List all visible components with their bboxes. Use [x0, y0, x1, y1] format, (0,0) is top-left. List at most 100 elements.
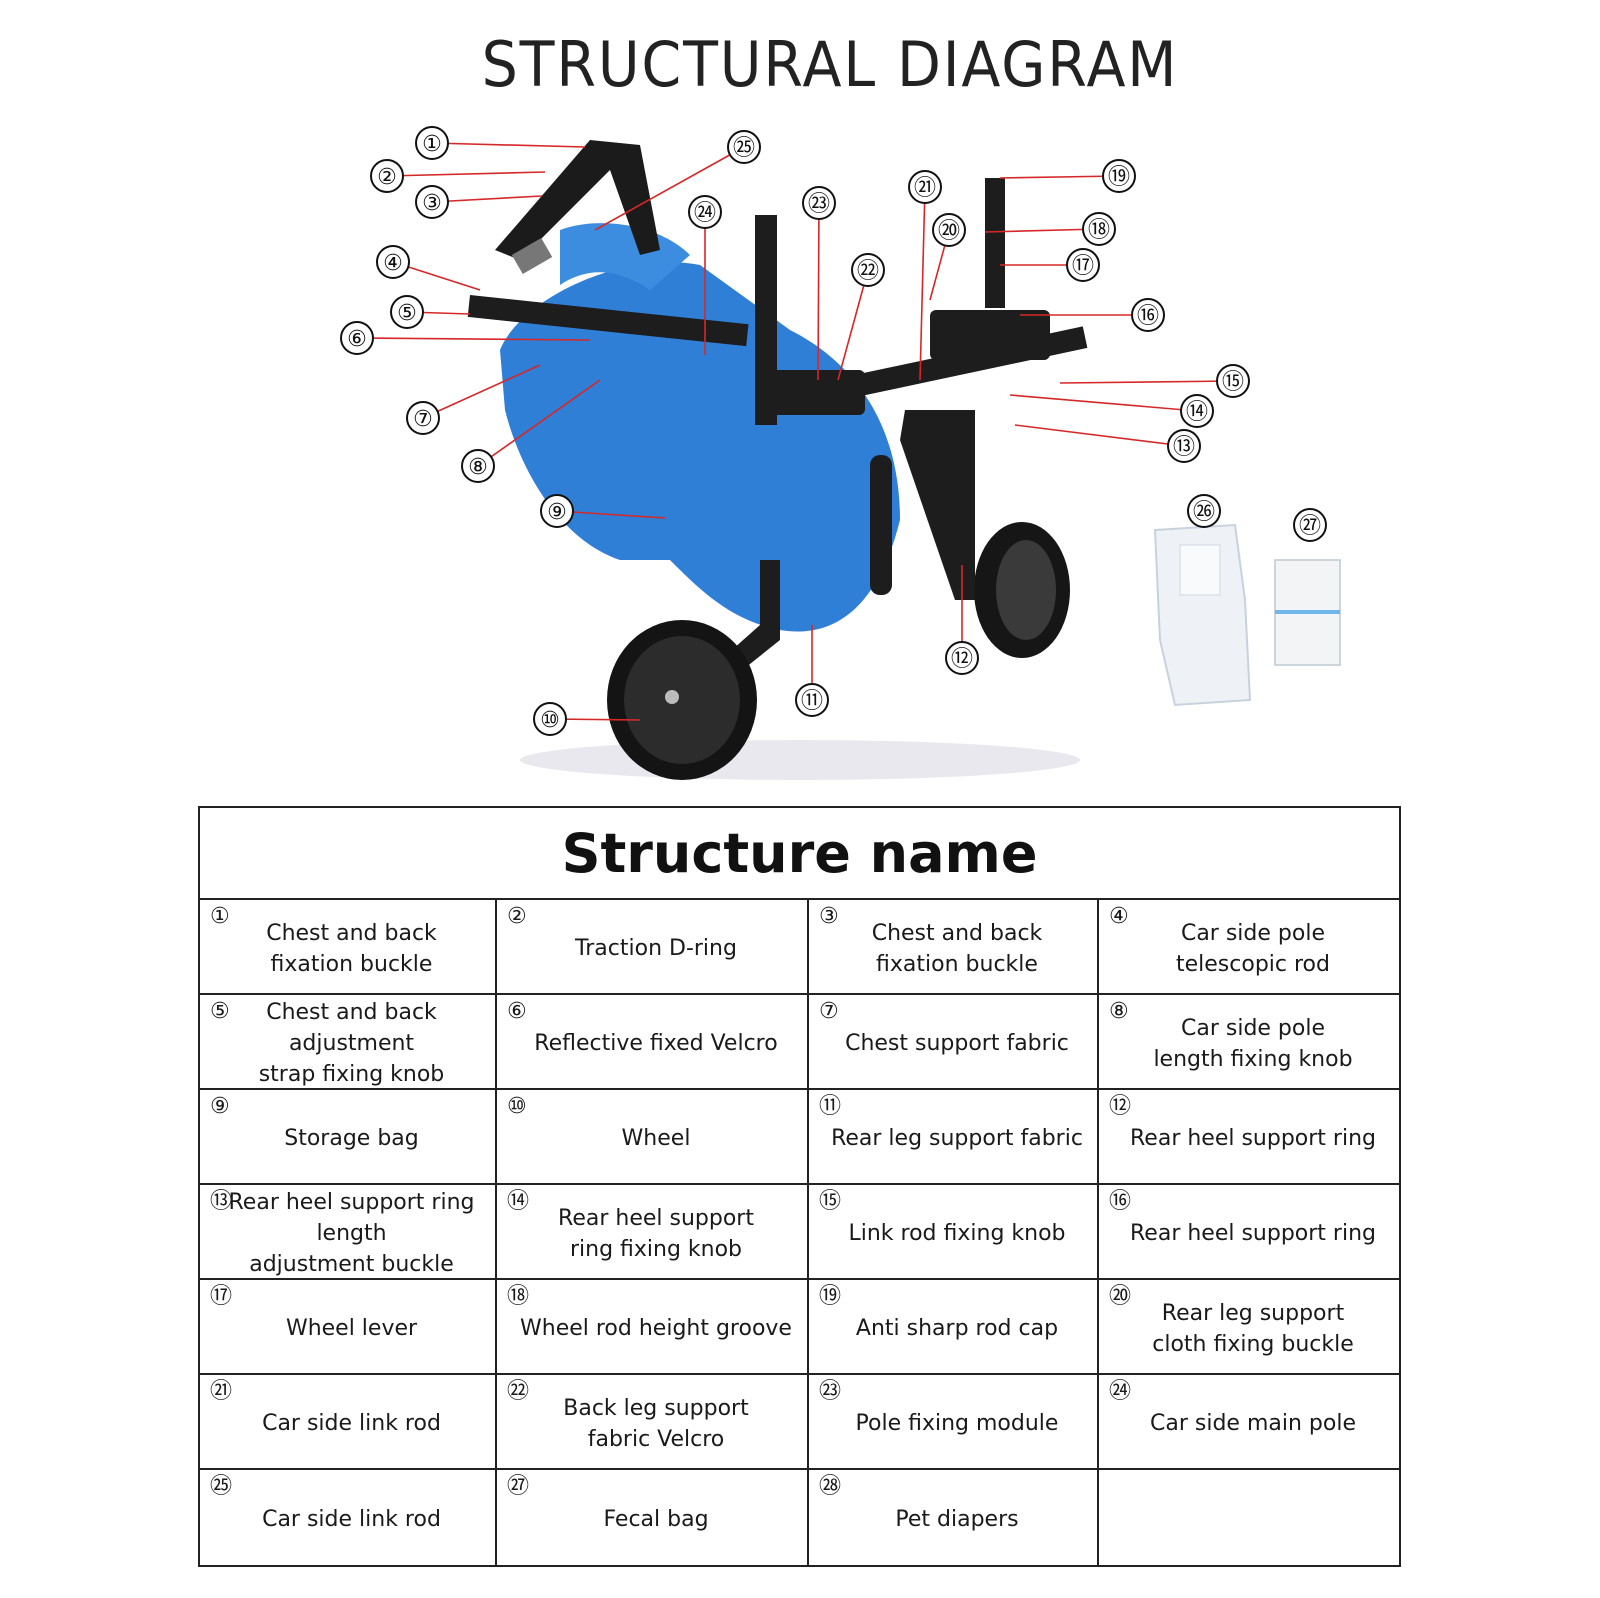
callout-circle: [851, 253, 885, 287]
leader-line: [984, 228, 1100, 233]
callout-circle: [390, 295, 424, 329]
callout-circle: [727, 130, 761, 164]
part-number: ⑤: [210, 999, 230, 1024]
part-cell: ㉕ Car side link rod: [200, 1470, 497, 1565]
part-name: Anti sharp rod cap: [855, 1316, 1059, 1341]
callout-circle: [533, 702, 567, 736]
part-number: ㉕: [210, 1474, 233, 1499]
callout-circle: [415, 126, 449, 160]
part-cell: ④ Car side pole telescopic rod: [1099, 900, 1399, 995]
callout-number: ⑪: [801, 689, 823, 714]
callout-number: ⑯: [1137, 304, 1159, 329]
leader-line: [431, 195, 543, 203]
callout-circle: [945, 641, 979, 675]
callout-number: ⑦: [413, 407, 433, 432]
leader-line: [386, 171, 546, 177]
leader-line: [477, 379, 601, 467]
callout-number: ⑤: [397, 301, 417, 326]
callout-number: ⑧: [468, 455, 488, 480]
frame: [467, 178, 1088, 680]
part-name: Rear leg support fabric: [831, 1126, 1083, 1151]
part-name: Back leg support fabric Velcro: [563, 1395, 749, 1452]
callout-number: ①: [422, 132, 442, 157]
callout-number: ㉖: [1193, 500, 1215, 525]
leader-line: [356, 337, 591, 341]
leader-line: [999, 175, 1120, 179]
callout-number: ③: [422, 191, 442, 216]
part-number: ㉑: [210, 1379, 233, 1404]
leader-line: [422, 364, 541, 419]
part-number: ⑬: [210, 1189, 233, 1214]
part-number: ㉓: [819, 1379, 842, 1404]
part-name: Wheel: [621, 1126, 691, 1151]
part-number: ②: [507, 904, 527, 929]
part-number: ⑱: [507, 1284, 530, 1309]
part-name: Car side pole telescopic rod: [1176, 920, 1330, 977]
part-number: ④: [1109, 904, 1129, 929]
part-name: Storage bag: [284, 1126, 419, 1151]
callout-circle: [461, 449, 495, 483]
part-name: Rear heel support ring: [1130, 1221, 1376, 1246]
part-number: ⑳: [1109, 1284, 1132, 1309]
part-name: Chest support fabric: [845, 1031, 1069, 1056]
part-name: Chest and back fixation buckle: [266, 920, 437, 977]
table-title: Structure name: [200, 808, 1399, 900]
part-name: Pole fixing module: [855, 1411, 1059, 1436]
part-number: ㉒: [507, 1379, 530, 1404]
callout-number: ㉒: [857, 259, 879, 284]
callout-circle: [406, 401, 440, 435]
callout-number: ⑱: [1088, 218, 1110, 243]
callout-number: ⑬: [1173, 435, 1195, 460]
leader-line: [1059, 380, 1234, 384]
part-number: ⑮: [819, 1189, 842, 1214]
part-name: Chest and back adjustment strap fixing k…: [258, 1000, 445, 1087]
part-number: ㉗: [507, 1474, 530, 1499]
part-name: Reflective fixed Velcro: [534, 1031, 778, 1056]
fecal-bag-accessory: [1274, 559, 1341, 666]
part-name: Rear heel support ring fixing knob: [558, 1205, 754, 1262]
callout-number: ④: [383, 251, 403, 276]
leader-line: [556, 510, 666, 519]
leader-line: [1009, 394, 1198, 412]
callout-number: ⑨: [547, 500, 567, 525]
callout-number: ⑰: [1072, 254, 1094, 279]
callout-number: ⑮: [1222, 370, 1244, 395]
callout-number: ⑩: [540, 708, 560, 733]
part-name: Car side main pole: [1150, 1411, 1356, 1436]
callout-circle: [1167, 429, 1201, 463]
callout-number: ㉑: [914, 176, 936, 201]
callout-circle: [795, 683, 829, 717]
callout-number: ⑳: [938, 219, 960, 244]
callout-number: ⑥: [347, 327, 367, 352]
callout-circle: [370, 159, 404, 193]
callout-number: ⑭: [1186, 400, 1208, 425]
part-number: ⑥: [507, 999, 527, 1024]
part-cell: ㉒ Back leg support fabric Velcro: [497, 1375, 809, 1470]
part-number: ⑧: [1109, 999, 1129, 1024]
part-number: ⑪: [819, 1094, 842, 1119]
part-number: ⑰: [210, 1284, 233, 1309]
part-name: Pet diapers: [895, 1507, 1019, 1532]
callout-number: ㉗: [1299, 514, 1321, 539]
callout-circle: [908, 170, 942, 204]
part-number: ⑯: [1109, 1189, 1132, 1214]
part-cell: [1099, 1470, 1399, 1565]
callout-circle: [1187, 494, 1221, 528]
support-fabric: [500, 262, 900, 632]
part-name: Car side link rod: [262, 1507, 441, 1532]
part-number: ⑭: [507, 1189, 530, 1214]
part-number: ⑦: [819, 999, 839, 1024]
part-name: Link rod fixing knob: [848, 1221, 1066, 1246]
leader-line: [837, 269, 869, 381]
